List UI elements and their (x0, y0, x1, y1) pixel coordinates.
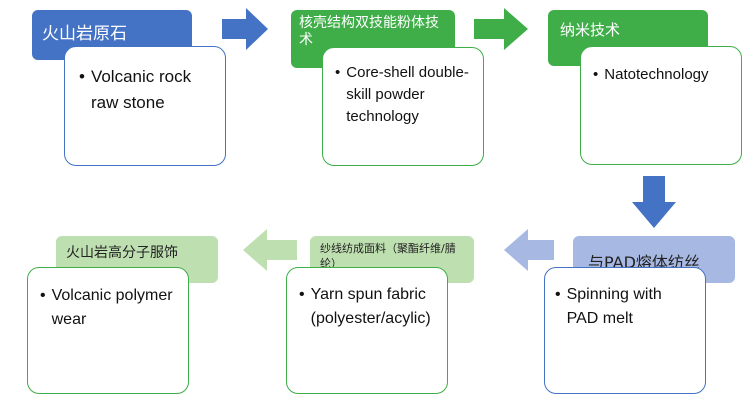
step-2-box: • Core-shell double-skill powder technol… (322, 47, 484, 166)
arrow-down (632, 176, 676, 228)
step-3-header-text: 纳米技术 (560, 21, 621, 39)
step-2-bullet: • (335, 64, 341, 81)
step-4-box: • Spinning with PAD melt (544, 267, 706, 394)
step-6-text: Volcanic polymer wear (51, 287, 173, 328)
arrow-left-1 (504, 229, 554, 271)
arrow-right-1 (222, 8, 268, 50)
step-5-header-text: 纱线纺成面料（聚酯纤维/腈纶） (320, 242, 456, 270)
step-6-header-text: 火山岩高分子服饰 (66, 245, 178, 261)
step-6-bullet: • (40, 287, 46, 304)
step-2-header-text: 核壳结构双技能粉体技术 (299, 15, 439, 48)
step-4-text: Spinning with PAD melt (566, 286, 662, 327)
step-1-text: Volcanic rock raw stone (90, 67, 192, 112)
step-1-header-text: 火山岩原石 (42, 24, 127, 44)
step-3-text: Natotechnology (604, 66, 709, 83)
step-1-box: • Volcanic rock raw stone (64, 46, 226, 166)
step-1-bullet: • (79, 67, 85, 86)
step-5-bullet: • (299, 286, 305, 303)
step-3-bullet: • (593, 66, 599, 83)
step-5-box: • Yarn spun fabric (polyester/acylic) (286, 267, 448, 394)
arrow-right-2 (474, 8, 528, 50)
step-4-bullet: • (555, 286, 561, 303)
arrow-left-2 (243, 229, 297, 271)
step-2-text: Core-shell double-skill powder technolog… (346, 64, 469, 125)
step-5-text: Yarn spun fabric (polyester/acylic) (310, 286, 431, 327)
step-3-box: • Natotechnology (580, 46, 742, 165)
step-6-box: • Volcanic polymer wear (27, 267, 189, 394)
